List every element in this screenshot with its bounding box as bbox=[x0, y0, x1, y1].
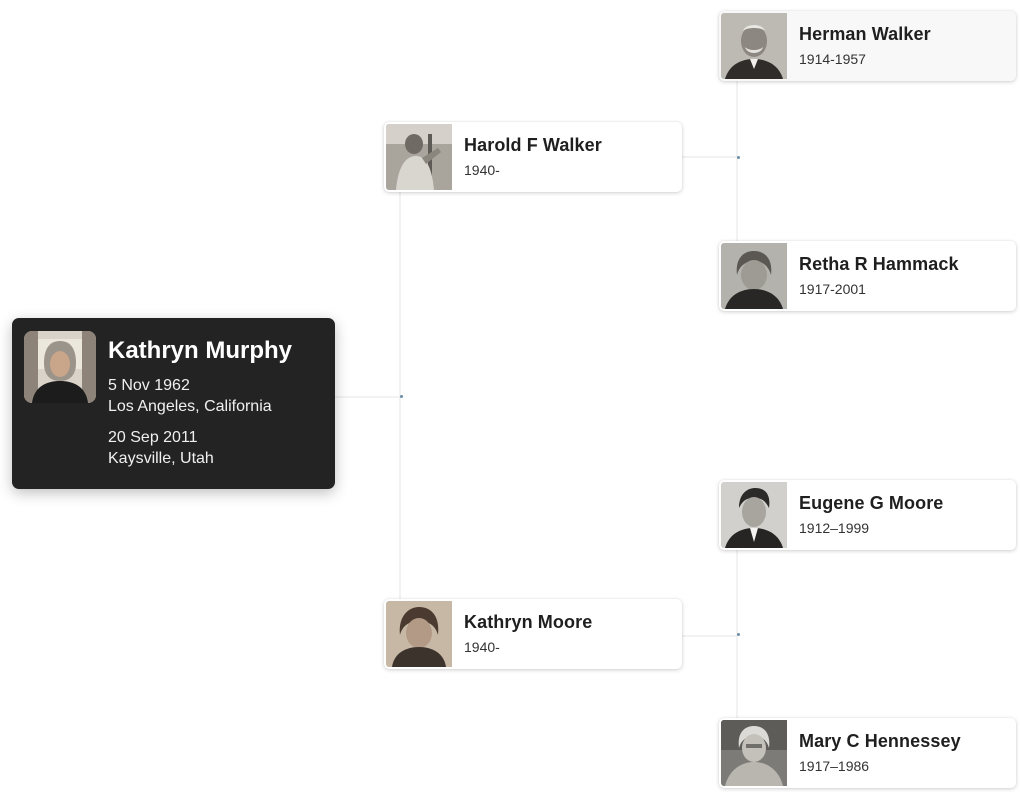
focus-person-photo bbox=[24, 331, 96, 403]
focus-person-name: Kathryn Murphy bbox=[108, 337, 293, 364]
person-lifespan: 1917–1986 bbox=[799, 758, 870, 774]
connector-focus-to-parents bbox=[335, 156, 401, 637]
person-photo bbox=[721, 13, 787, 79]
parent-card-father[interactable]: Harold F Walker 1940- bbox=[384, 122, 682, 192]
parent-card-mother[interactable]: Kathryn Moore 1940- bbox=[384, 599, 682, 669]
connector-node-dot bbox=[737, 156, 740, 159]
focus-person-death-date: 20 Sep 2011 bbox=[108, 429, 198, 446]
connector-node-dot bbox=[400, 395, 403, 398]
person-photo bbox=[386, 601, 452, 667]
person-name: Harold F Walker bbox=[464, 135, 602, 155]
person-name: Kathryn Moore bbox=[464, 612, 593, 632]
person-photo bbox=[721, 243, 787, 309]
person-lifespan: 1940- bbox=[464, 162, 500, 178]
person-name: Retha R Hammack bbox=[799, 254, 959, 274]
person-photo bbox=[721, 482, 787, 548]
person-name: Mary C Hennessey bbox=[799, 731, 961, 751]
focus-person-card[interactable]: Kathryn Murphy 5 Nov 1962 Los Angeles, C… bbox=[12, 318, 335, 489]
person-lifespan: 1940- bbox=[464, 639, 500, 655]
grandparent-card-paternal-grandfather[interactable]: Herman Walker 1914-1957 bbox=[719, 11, 1016, 81]
focus-person-death-place: Kaysville, Utah bbox=[108, 450, 214, 467]
person-name: Eugene G Moore bbox=[799, 493, 944, 513]
grandparent-card-maternal-grandfather[interactable]: Eugene G Moore 1912–1999 bbox=[719, 480, 1016, 550]
person-lifespan: 1914-1957 bbox=[799, 51, 866, 67]
person-photo bbox=[386, 124, 452, 190]
person-lifespan: 1912–1999 bbox=[799, 520, 870, 536]
person-photo bbox=[721, 720, 787, 786]
focus-person-birth-place: Los Angeles, California bbox=[108, 398, 272, 415]
focus-person-birth-date: 5 Nov 1962 bbox=[108, 377, 190, 394]
grandparent-card-paternal-grandmother[interactable]: Retha R Hammack 1917-2001 bbox=[719, 241, 1016, 311]
grandparent-card-maternal-grandmother[interactable]: Mary C Hennessey 1917–1986 bbox=[719, 718, 1016, 788]
person-name: Herman Walker bbox=[799, 24, 931, 44]
person-lifespan: 1917-2001 bbox=[799, 281, 866, 297]
connector-node-dot bbox=[737, 633, 740, 636]
